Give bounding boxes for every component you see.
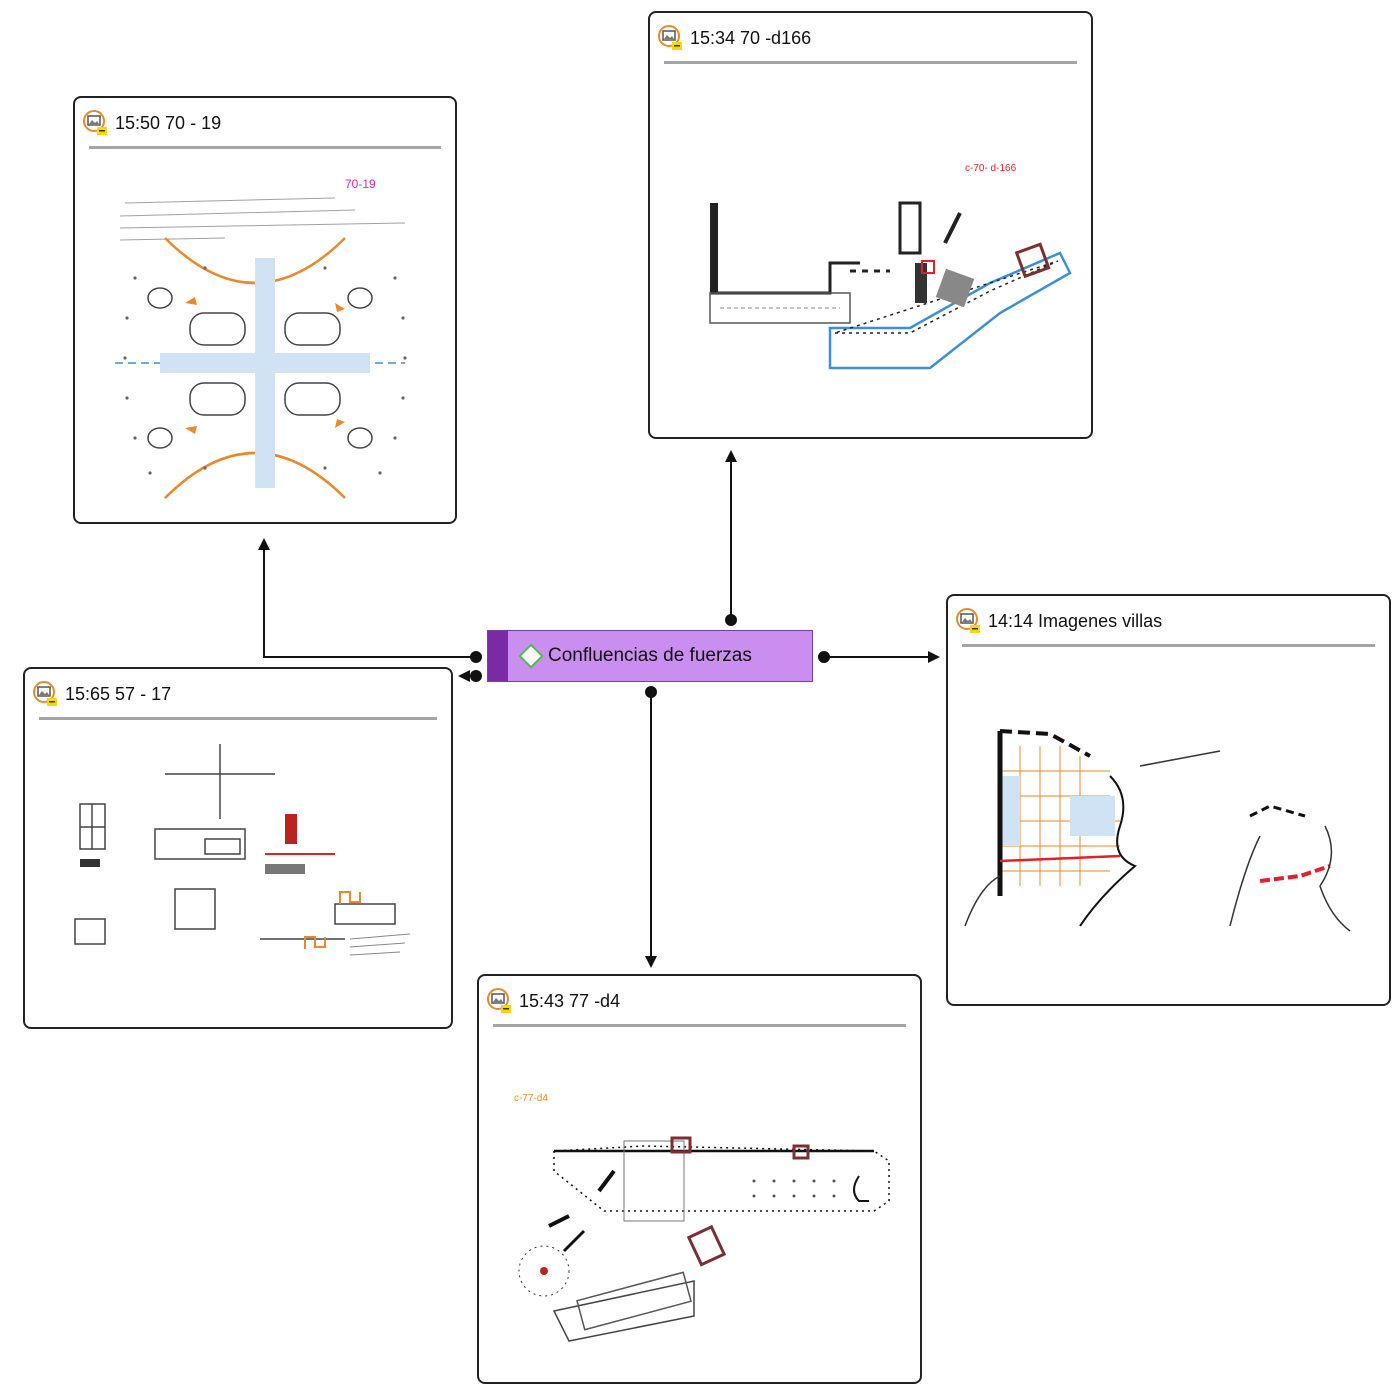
angled-plan-sketch: c-77-d4 — [514, 1093, 890, 1342]
link-central-to-n2 — [258, 538, 482, 663]
card-title: 15:50 70 - 19 — [115, 112, 222, 133]
link-central-to-n1 — [725, 450, 737, 626]
document-card-n2[interactable]: 15:50 70 - 19 70-19 — [73, 96, 457, 524]
link-central-to-n3 — [458, 670, 482, 682]
card-header: 14:14 Imagenes villas — [956, 606, 1381, 636]
image-document-icon — [33, 681, 59, 707]
floor-plan-sketch: c-70- d-166 — [709, 163, 1072, 370]
divider — [493, 1024, 906, 1027]
card-title: 15:43 77 -d4 — [519, 990, 621, 1011]
plan-studies-sketch — [74, 744, 411, 956]
image-document-icon — [956, 608, 982, 634]
document-card-n5[interactable]: 15:43 77 -d4 c-77-d4 — [477, 974, 922, 1384]
card-header: 15:50 70 - 19 — [83, 108, 447, 138]
card-title: 14:14 Imagenes villas — [988, 610, 1163, 631]
central-code-node[interactable]: Confluencias de fuerzas — [487, 630, 813, 682]
divider — [664, 61, 1077, 64]
document-card-n1[interactable]: 15:34 70 -d166 c-70- d-166 — [648, 11, 1093, 439]
link-central-to-n5 — [645, 686, 657, 968]
central-node-label: Confluencias de fuerzas — [548, 645, 752, 666]
divider — [39, 717, 437, 720]
divider — [962, 644, 1375, 647]
link-central-to-n4 — [818, 651, 940, 663]
image-document-icon — [658, 25, 684, 51]
sketch-note: c-70- d-166 — [965, 163, 1017, 174]
card-header: 15:43 77 -d4 — [487, 986, 912, 1016]
document-card-n4[interactable]: 14:14 Imagenes villas — [946, 594, 1391, 1006]
card-title: 15:34 70 -d166 — [690, 27, 812, 48]
card-title: 15:65 57 - 17 — [65, 683, 172, 704]
card-header: 15:65 57 - 17 — [33, 679, 443, 709]
image-document-icon — [83, 110, 109, 136]
villas-site-sketch — [964, 729, 1351, 932]
card-header: 15:34 70 -d166 — [658, 23, 1083, 53]
image-document-icon — [487, 988, 513, 1014]
document-card-n3[interactable]: 15:65 57 - 17 — [23, 667, 453, 1029]
node-color-strip — [488, 631, 508, 681]
sketch-note: c-77-d4 — [514, 1093, 548, 1104]
radial-plan-sketch: 70-19 — [115, 177, 407, 499]
diamond-code-icon — [518, 643, 544, 669]
sketch-note: 70-19 — [345, 177, 376, 191]
divider — [89, 146, 441, 149]
